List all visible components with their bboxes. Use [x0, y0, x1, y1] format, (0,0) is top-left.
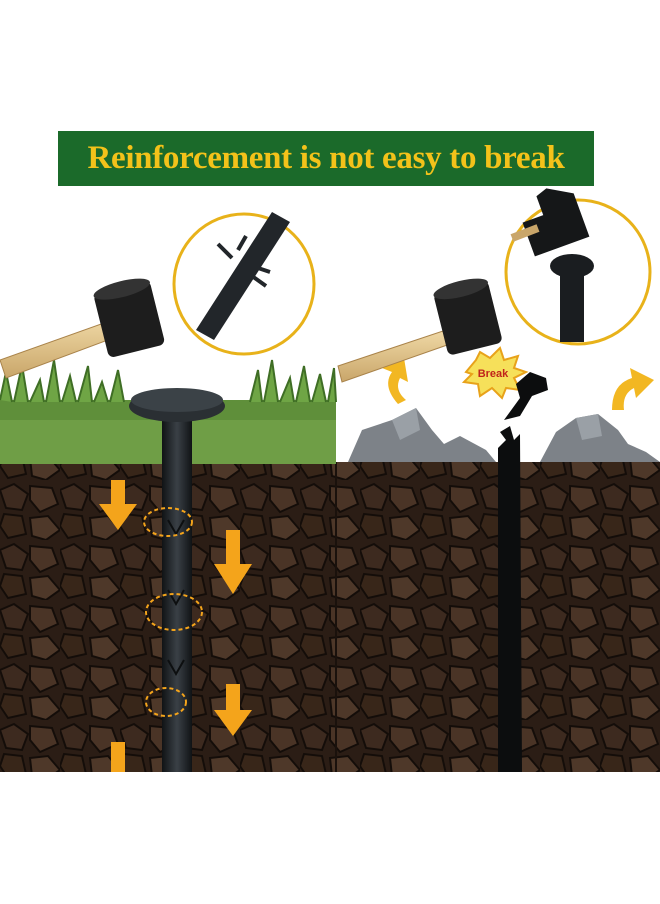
garden-stake-icon	[129, 388, 225, 772]
soil-ground	[0, 462, 660, 772]
break-burst-icon: Break	[461, 346, 529, 400]
curved-arrow-icon	[382, 358, 654, 410]
magnifier-circle-icon	[504, 188, 652, 346]
mallet-icon	[337, 278, 502, 383]
rock-icon	[348, 408, 660, 462]
garden-stake-icon	[498, 372, 548, 772]
mallet-icon	[0, 278, 165, 379]
banner-title: Reinforcement is not easy to break	[87, 140, 565, 176]
magnifier-circle-icon	[172, 212, 316, 356]
title-banner: Reinforcement is not easy to break	[58, 131, 594, 186]
break-label: Break	[478, 368, 509, 380]
down-arrow-icon	[99, 480, 252, 772]
